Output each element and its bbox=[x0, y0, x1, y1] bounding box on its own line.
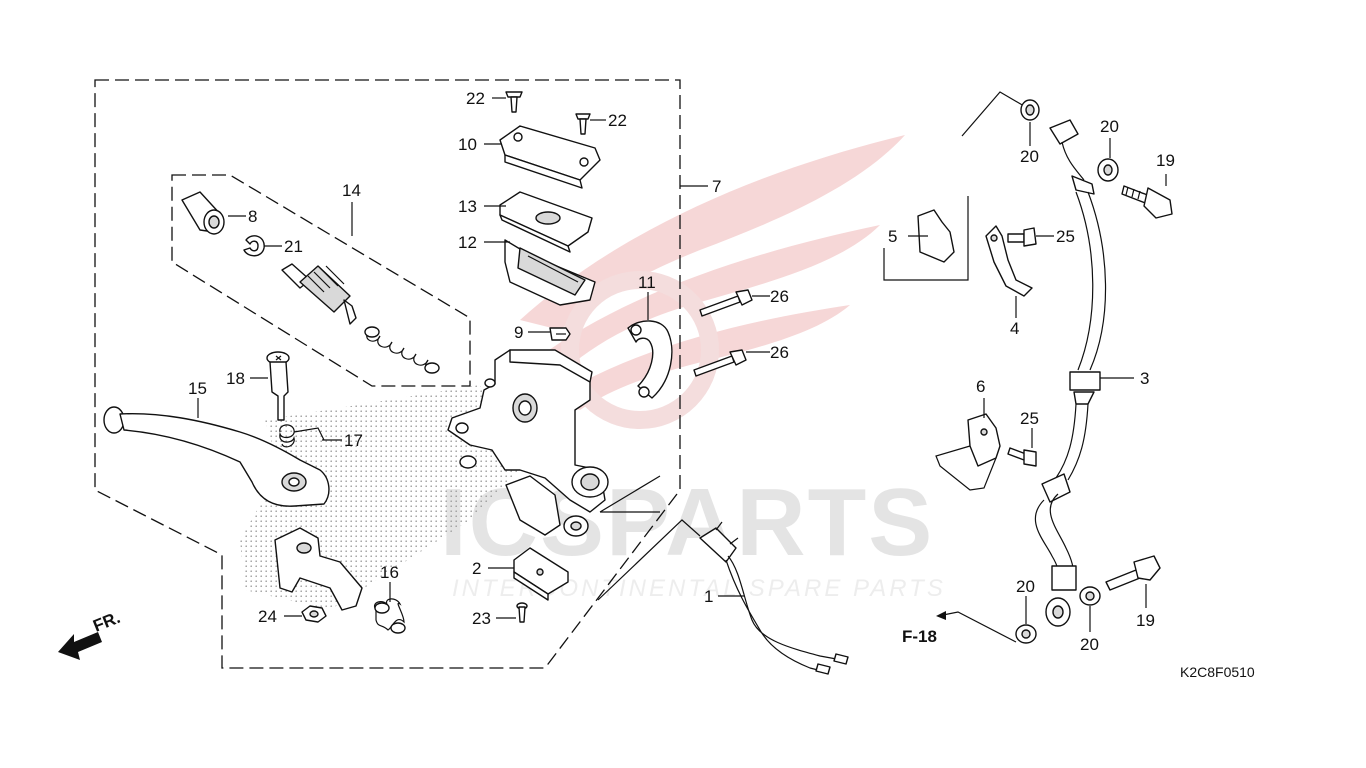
callout-6: 6 bbox=[976, 377, 985, 396]
reference-label: F-18 bbox=[902, 627, 937, 646]
callout-5: 5 bbox=[888, 227, 897, 246]
reservoir-cap bbox=[499, 125, 601, 189]
holder-11 bbox=[627, 320, 673, 399]
brake-hose-3 bbox=[1034, 119, 1107, 627]
bracket-5 bbox=[917, 209, 955, 263]
assembly-boundary bbox=[94, 79, 681, 669]
callout-12: 12 bbox=[458, 233, 477, 252]
callout-20d: 20 bbox=[1080, 635, 1099, 654]
callout-20b: 20 bbox=[1100, 117, 1119, 136]
callout-22a: 22 bbox=[466, 89, 485, 108]
washer-20-bottom bbox=[1079, 586, 1101, 606]
callout-14: 14 bbox=[342, 181, 361, 200]
callout-8: 8 bbox=[248, 207, 257, 226]
callout-10: 10 bbox=[458, 135, 477, 154]
diagram-code: K2C8F0510 bbox=[1180, 664, 1255, 680]
callout-1: 1 bbox=[704, 587, 713, 606]
circlip-21 bbox=[243, 235, 265, 257]
callout-24: 24 bbox=[258, 607, 277, 626]
washer-20-lower-left bbox=[1015, 624, 1037, 644]
washer-20-top bbox=[1020, 99, 1040, 121]
screw-22-top bbox=[505, 91, 523, 113]
callout-labels: 22 22 10 13 12 9 11 26 26 7 8 21 14 18 1… bbox=[188, 89, 1255, 680]
callout-13: 13 bbox=[458, 197, 477, 216]
callout-23: 23 bbox=[472, 609, 491, 628]
callout-3: 3 bbox=[1140, 369, 1149, 388]
spring-14 bbox=[364, 326, 440, 374]
boot-8 bbox=[181, 191, 225, 235]
bolt-26-lower bbox=[693, 349, 747, 377]
bolt-25-upper bbox=[1007, 227, 1037, 247]
reference-arrow bbox=[936, 611, 1017, 643]
callout-9: 9 bbox=[514, 323, 523, 342]
callout-11: 11 bbox=[638, 273, 656, 292]
callout-15: 15 bbox=[188, 379, 207, 398]
callout-19b: 19 bbox=[1136, 611, 1155, 630]
bracket-5-frame bbox=[883, 196, 969, 281]
callout-21: 21 bbox=[284, 237, 303, 256]
callout-16: 16 bbox=[380, 563, 399, 582]
piston-14 bbox=[281, 263, 357, 325]
banjo-bolt-19-bottom bbox=[1105, 555, 1161, 591]
callout-18: 18 bbox=[226, 369, 245, 388]
bolt-26-upper bbox=[699, 289, 753, 317]
callout-19a: 19 bbox=[1156, 151, 1175, 170]
front-direction-arrow bbox=[58, 632, 102, 660]
nut-24 bbox=[301, 605, 327, 623]
callout-22b: 22 bbox=[608, 111, 627, 130]
diaphragm-plate bbox=[499, 191, 593, 253]
callout-25b: 25 bbox=[1020, 409, 1039, 428]
callout-20a: 20 bbox=[1020, 147, 1039, 166]
leader-part-1 bbox=[597, 519, 701, 601]
callout-26b: 26 bbox=[770, 343, 789, 362]
front-direction-label: FR. bbox=[90, 608, 123, 636]
banjo-bolt-19-top bbox=[1121, 185, 1173, 219]
master-cylinder-body bbox=[447, 349, 661, 537]
callout-leaders bbox=[197, 97, 1167, 632]
clamp-4 bbox=[985, 225, 1033, 297]
brake-lever-15 bbox=[103, 406, 330, 507]
callout-20c: 20 bbox=[1016, 577, 1035, 596]
hose-reference-line bbox=[961, 91, 1025, 137]
bolt-25-lower bbox=[1007, 447, 1037, 467]
screw-22-right bbox=[575, 113, 591, 135]
washer-20-right bbox=[1097, 158, 1119, 182]
switch-2 bbox=[513, 547, 569, 601]
callout-7: 7 bbox=[712, 177, 721, 196]
spring-16 bbox=[374, 598, 406, 634]
hose-guide-6 bbox=[935, 413, 1001, 491]
wire-harness-1 bbox=[699, 521, 849, 675]
diaphragm bbox=[504, 239, 596, 306]
callout-26a: 26 bbox=[770, 287, 789, 306]
callout-25a: 25 bbox=[1056, 227, 1075, 246]
spring-17 bbox=[279, 424, 325, 448]
screw-23 bbox=[516, 602, 528, 623]
switch-bracket bbox=[274, 527, 363, 611]
callout-17: 17 bbox=[344, 431, 363, 450]
callout-2: 2 bbox=[472, 559, 481, 578]
pivot-bolt-18 bbox=[266, 351, 290, 421]
callout-4: 4 bbox=[1010, 319, 1019, 338]
clip-9 bbox=[549, 327, 571, 341]
subassembly-boundary bbox=[171, 174, 471, 387]
